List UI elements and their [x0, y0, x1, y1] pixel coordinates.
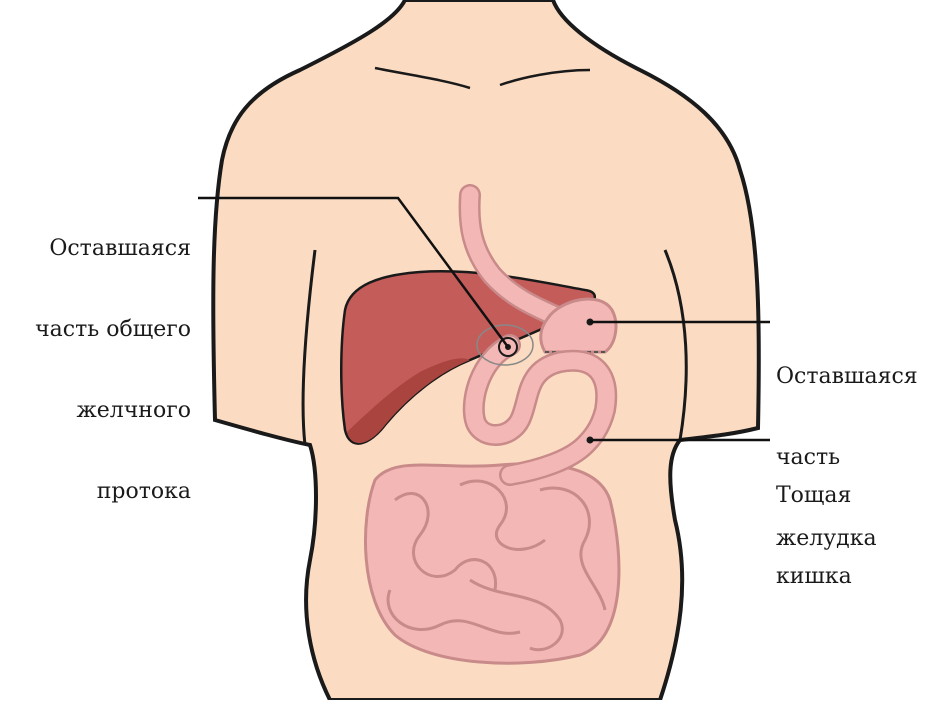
small-intestine: [365, 464, 618, 663]
stomach-label-line-1: Оставшаяся: [776, 363, 918, 390]
bile-duct-label-line-3: желчного: [35, 397, 191, 424]
bile-duct-label-line-2: часть общего: [35, 316, 191, 343]
bile-duct-label-line-4: протока: [35, 478, 191, 505]
jejunum-label-line-2: кишка: [776, 563, 852, 590]
bile-duct-label-line-1: Оставшаяся: [35, 235, 191, 262]
bile-duct-label: Оставшаяся часть общего желчного протока: [35, 181, 191, 559]
jejunum-label-line-1: Тощая: [776, 482, 852, 509]
jejunum-label: Тощая кишка: [776, 428, 852, 644]
